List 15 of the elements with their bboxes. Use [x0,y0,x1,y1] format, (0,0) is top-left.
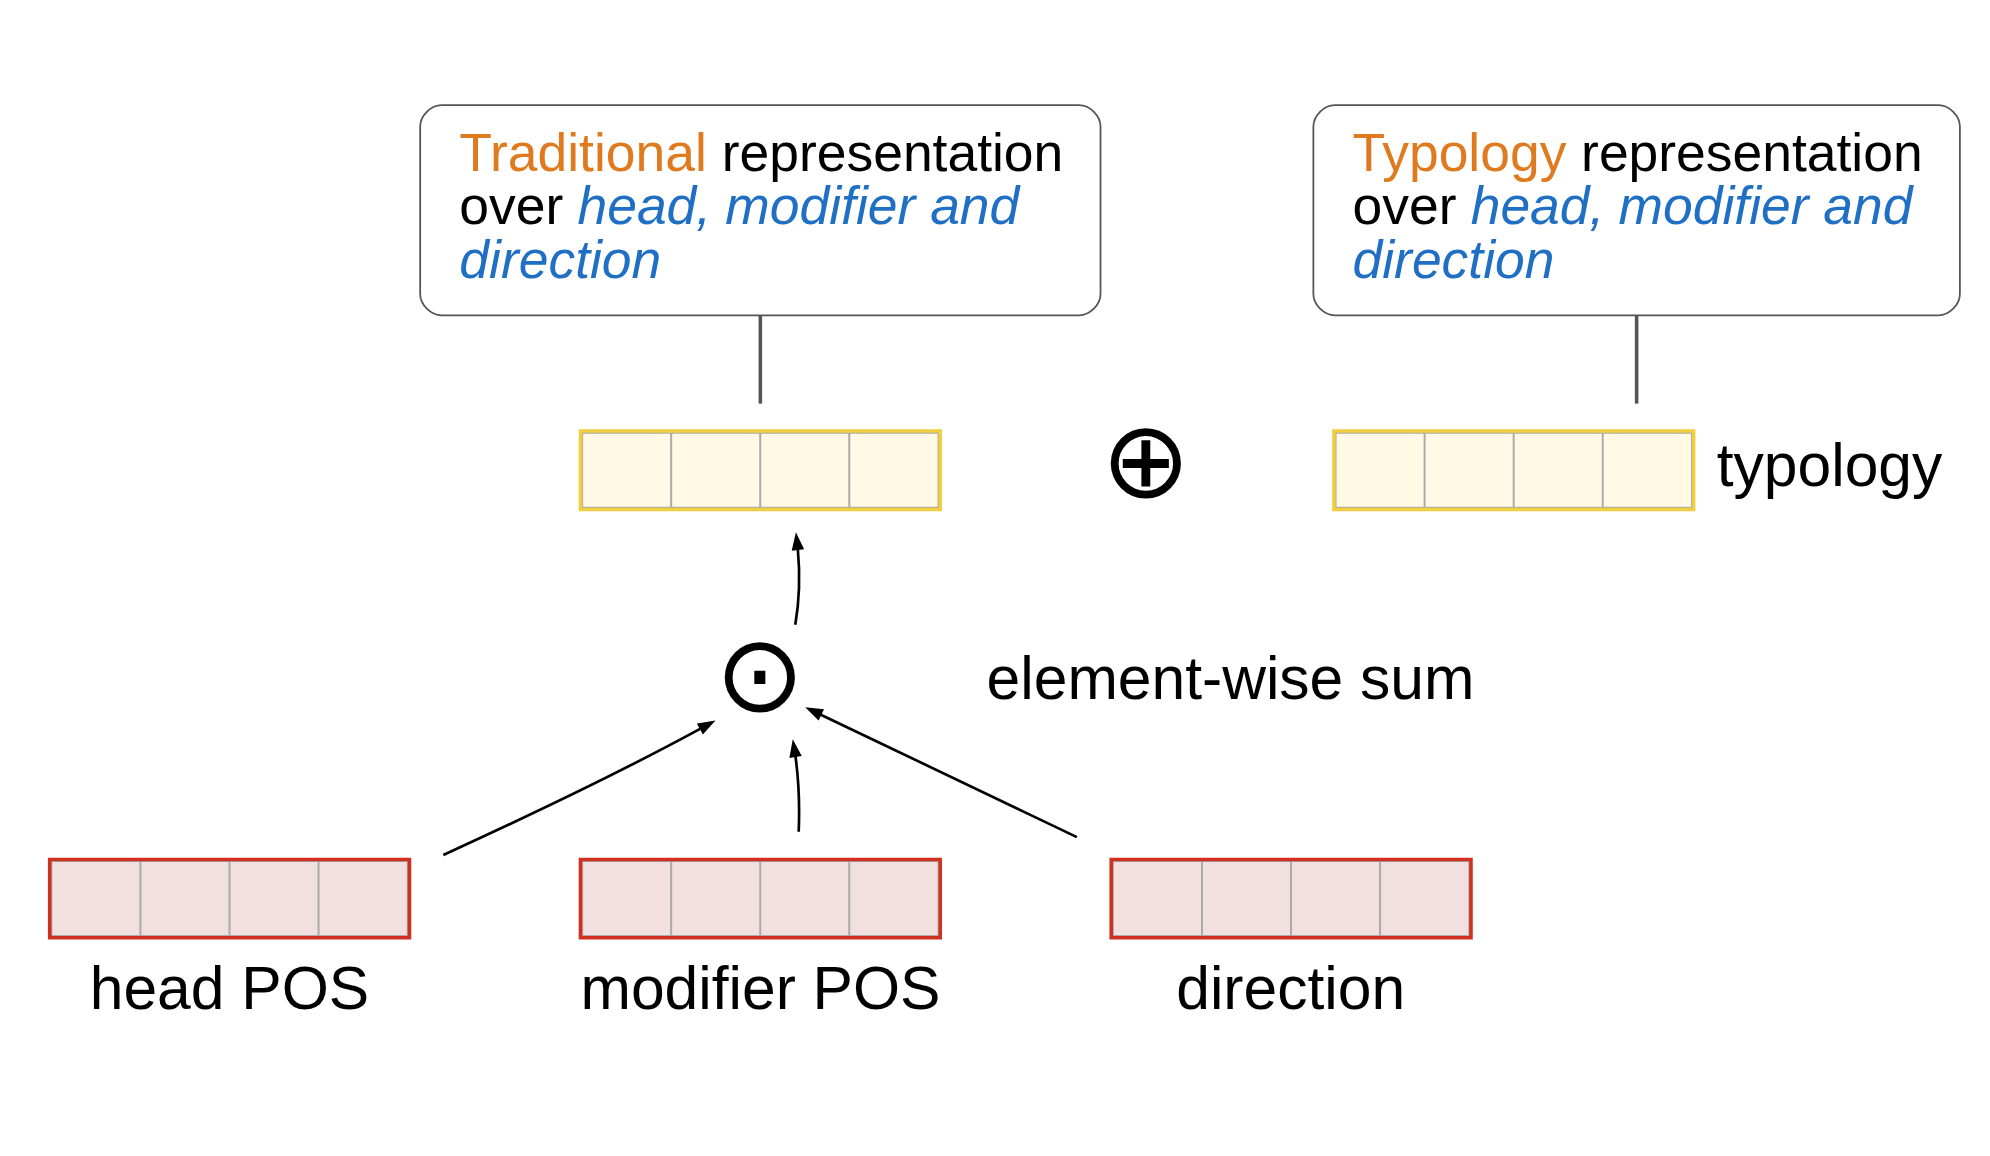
label: element-wise sum [986,644,1475,713]
node-text: ⊕ [1101,399,1192,520]
node-label: modifier POS [580,954,941,1023]
arrow [442,720,716,857]
arrow [789,739,802,832]
node-label: head POS [89,954,370,1023]
connector [1634,315,1639,404]
node-box: Traditional representation over head, modifier and direction [419,104,1102,317]
connector [758,315,763,404]
arrow [805,707,1078,839]
node-label: typology [1716,430,1943,499]
arrow [791,532,805,625]
node-label: direction [1176,954,1406,1023]
node-box: Typology representation over head, modifier and direction [1312,104,1961,317]
node-text: ⊙ [714,613,805,734]
